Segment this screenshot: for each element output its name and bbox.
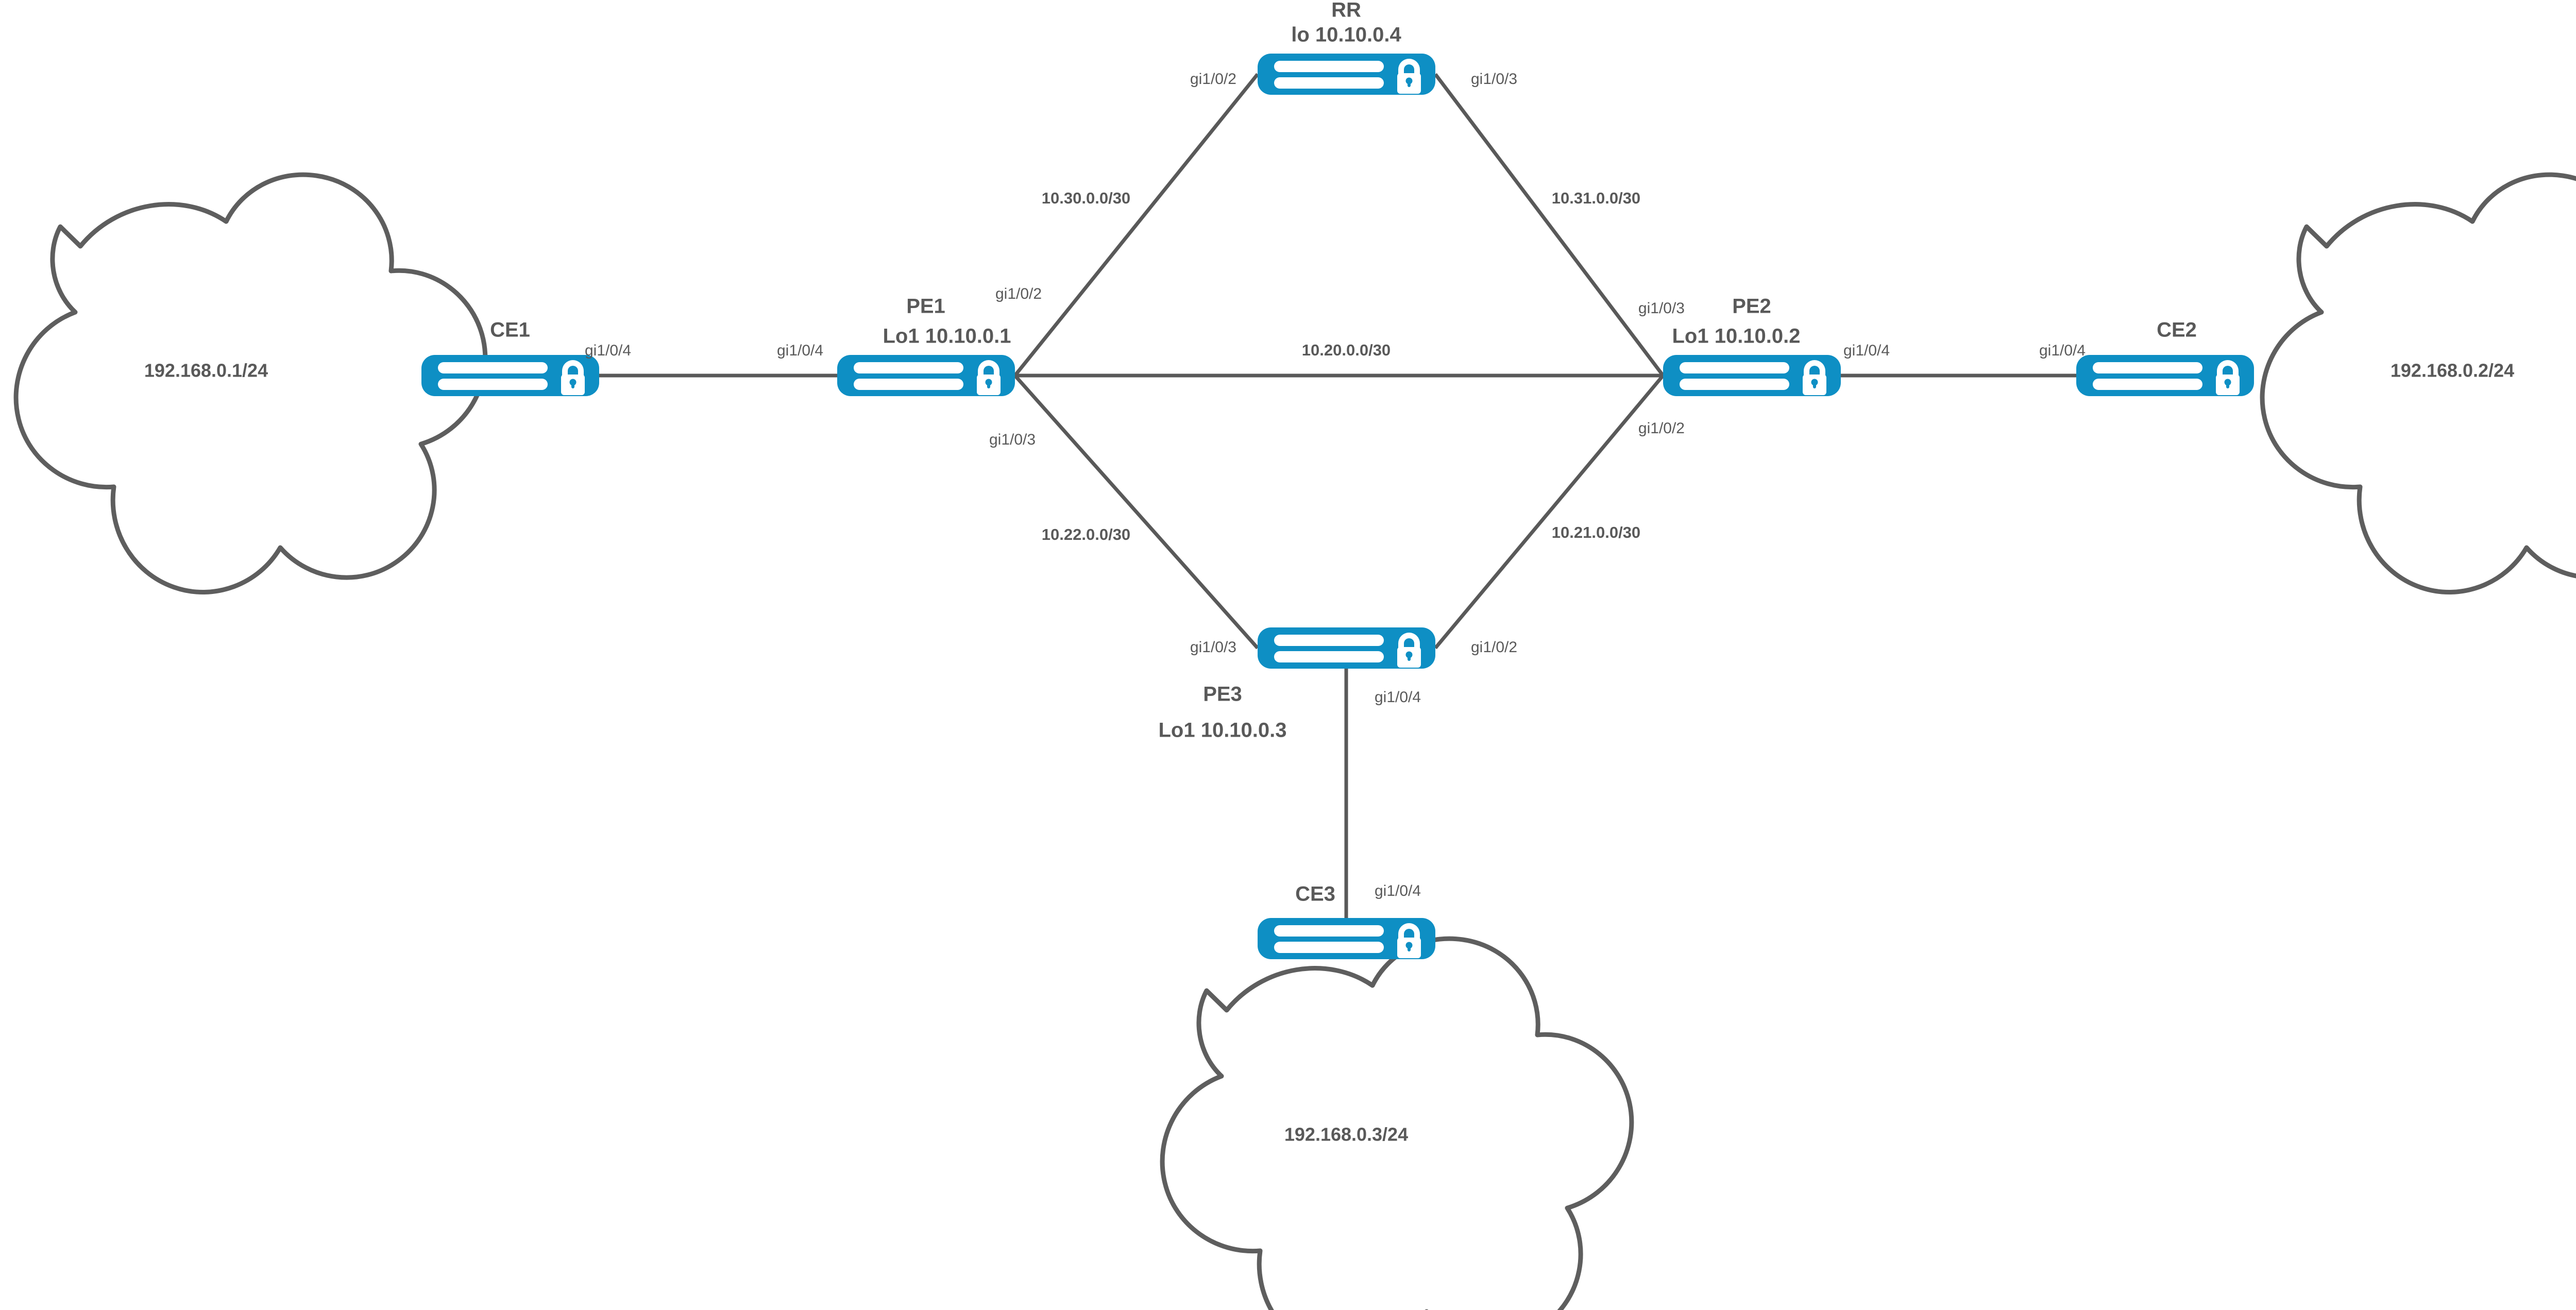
- device-label-ce3: CE3: [1295, 883, 1335, 906]
- device-loopback-pe3: Lo1 10.10.0.3: [1158, 719, 1286, 742]
- link-pe1-rr: [1013, 73, 1259, 377]
- device-loopback-pe2: Lo1 10.10.0.2: [1672, 325, 1800, 348]
- device-label-ce1: CE1: [490, 319, 530, 342]
- device-label-pe1: PE1: [906, 295, 945, 318]
- iface-label-pe1-gi1-0-4: gi1/0/4: [777, 342, 823, 359]
- device-label-pe2: PE2: [1732, 295, 1771, 318]
- device-pe3[interactable]: [1258, 627, 1435, 669]
- device-pe1[interactable]: [837, 355, 1015, 396]
- subnet-label-pe1-pe3: 10.22.0.0/30: [1042, 525, 1130, 543]
- iface-label-rr-gi1-0-2: gi1/0/2: [1190, 71, 1236, 88]
- device-ce3[interactable]: [1258, 918, 1435, 959]
- interface-label-layer: gi1/0/4 gi1/0/4 gi1/0/2 gi1/0/3 gi1/0/2 …: [585, 71, 2086, 899]
- iface-label-pe1-gi1-0-2: gi1/0/2: [995, 285, 1042, 302]
- device-label-rr: RR: [1331, 0, 1361, 22]
- iface-label-pe2-gi1-0-2: gi1/0/2: [1638, 420, 1685, 437]
- link-layer: [599, 73, 2076, 927]
- subnet-label-rr-pe2: 10.31.0.0/30: [1552, 189, 1640, 207]
- device-layer: [421, 54, 2254, 959]
- device-pe2[interactable]: [1663, 355, 1841, 396]
- device-label-layer: CE1 PE1 Lo1 10.10.0.1 RR lo 10.10.0.4 PE…: [490, 0, 2197, 906]
- device-label-ce2: CE2: [2157, 319, 2197, 342]
- iface-label-rr-gi1-0-3: gi1/0/3: [1471, 71, 1517, 88]
- device-ce1[interactable]: [421, 355, 599, 396]
- cloud-shape-left: [13, 172, 488, 595]
- device-label-pe3: PE3: [1203, 683, 1242, 706]
- cloud-label-right: 192.168.0.2/24: [2391, 360, 2514, 381]
- iface-label-pe1-gi1-0-3: gi1/0/3: [989, 431, 1036, 448]
- cloud-shape-bottom: [1160, 936, 1634, 1310]
- device-loopback-rr: lo 10.10.0.4: [1291, 24, 1401, 46]
- device-rr[interactable]: [1258, 54, 1435, 95]
- iface-label-pe2-gi1-0-4: gi1/0/4: [1843, 342, 1890, 359]
- cloud-label-left: 192.168.0.1/24: [144, 360, 268, 381]
- iface-label-pe3-gi1-0-2: gi1/0/2: [1471, 639, 1517, 656]
- link-pe3-pe2: [1434, 374, 1665, 650]
- iface-label-ce3-gi1-0-4: gi1/0/4: [1375, 882, 1421, 899]
- device-loopback-pe1: Lo1 10.10.0.1: [883, 325, 1011, 348]
- iface-label-ce1-gi1-0-4: gi1/0/4: [585, 342, 631, 359]
- device-ce2[interactable]: [2076, 355, 2254, 396]
- iface-label-ce2-gi1-0-4: gi1/0/4: [2039, 342, 2086, 359]
- cloud-label-bottom: 192.168.0.3/24: [1284, 1124, 1408, 1145]
- subnet-label-pe3-pe2: 10.21.0.0/30: [1552, 523, 1640, 541]
- link-rr-pe2: [1434, 73, 1665, 377]
- subnet-label-pe1-pe2: 10.20.0.0/30: [1302, 341, 1391, 359]
- subnet-label-layer: 10.30.0.0/30 10.31.0.0/30 10.20.0.0/30 1…: [1042, 189, 1640, 543]
- iface-label-pe2-gi1-0-3: gi1/0/3: [1638, 300, 1685, 317]
- cloud-layer: 192.168.0.1/24 192.168.0.2/24 192.168.0.…: [13, 172, 2576, 1310]
- subnet-label-pe1-rr: 10.30.0.0/30: [1042, 189, 1130, 207]
- cloud-shape-right: [2260, 172, 2576, 595]
- iface-label-pe3-gi1-0-4: gi1/0/4: [1375, 689, 1421, 706]
- iface-label-pe3-gi1-0-3: gi1/0/3: [1190, 639, 1236, 656]
- link-pe1-pe3: [1013, 374, 1259, 650]
